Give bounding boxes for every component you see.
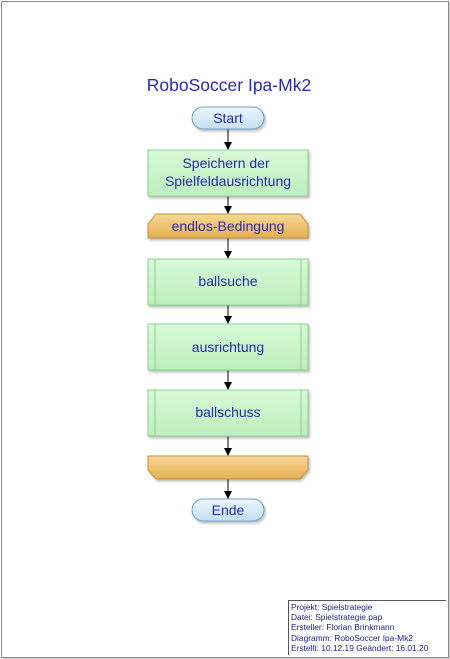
init-label-line-2: Spielfeldausrichtung xyxy=(165,173,291,189)
ausrichtung-label: ausrichtung xyxy=(192,339,264,355)
ballschuss-label: ballschuss xyxy=(195,404,260,420)
ballsuche-node: ballsuche xyxy=(147,258,309,306)
project-info-box: Projekt: Spielstrategie Datei: Spielstra… xyxy=(288,600,446,655)
loop-begin-node: endlos-Bedingung xyxy=(147,213,309,239)
start-label: Start xyxy=(213,110,243,126)
info-file: Datei: Spielstrategie.pap xyxy=(291,612,383,623)
info-author: Ersteller: Florian Brinkmann xyxy=(291,622,395,633)
diagram-title: RoboSoccer Ipa-Mk2 xyxy=(146,75,312,95)
init-label-line-1: Speichern der xyxy=(182,155,270,171)
start-node: Start xyxy=(191,106,265,130)
end-node: Ende xyxy=(191,498,265,522)
init-process-node: Speichern der Spielfeldausrichtung xyxy=(147,149,309,197)
ballschuss-node: ballschuss xyxy=(147,389,309,437)
info-dates: Erstellt: 10.12.19 Geändert: 16.01.20 xyxy=(291,642,429,653)
svg-text:Speichern der Spielfelda: Speichern der Spielfeldausrichtung xyxy=(165,155,291,189)
ausrichtung-node: ausrichtung xyxy=(147,323,309,371)
loop-begin-label: endlos-Bedingung xyxy=(172,218,285,234)
info-project: Projekt: Spielstrategie xyxy=(291,602,373,612)
loop-end-node xyxy=(147,455,309,480)
end-label: Ende xyxy=(212,502,245,518)
ballsuche-label: ballsuche xyxy=(198,273,257,289)
info-diagram: Diagramm: RoboSoccer Ipa-Mk2 xyxy=(291,632,413,643)
